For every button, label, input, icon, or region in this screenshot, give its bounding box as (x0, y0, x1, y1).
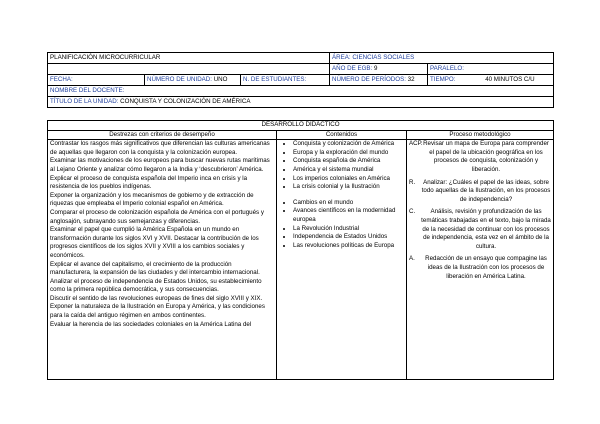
paralelo-cell: PARALELO: (427, 63, 554, 75)
estudiantes-label: N. DE ESTUDIANTES: (243, 76, 307, 83)
destreza-item: Examinar el papel que cumplió la América… (50, 226, 259, 259)
proceso-marker: ACP. (409, 140, 423, 148)
area-cell: ÁREA: CIENCIAS SOCIALES (329, 52, 554, 64)
destrezas-cell: Contrastar los rasgos más significativos… (47, 139, 277, 381)
proceso-item: ACP.Revisar un mapa de Europa para compr… (409, 140, 551, 174)
plan-title: PLANIFICACIÓN MICROCURRICULAR (47, 52, 330, 64)
destreza-item: Contrastar los rasgos más significativos… (50, 140, 270, 156)
periodos-value: 32 (407, 76, 415, 83)
contenido-item: Conquista española de América (293, 157, 404, 166)
estudiantes-cell: N. DE ESTUDIANTES: (240, 74, 330, 86)
proceso-item: R. Analizar: ¿Cuáles el papel de las idea… (409, 179, 551, 205)
proceso-marker: A. (409, 255, 415, 263)
docente-label: NOMBRE DEL DOCENTE: (50, 87, 125, 94)
contenido-item: Las revoluciones políticas de Europa (293, 242, 404, 251)
destreza-item: Explicar el proceso de conquista español… (50, 174, 248, 191)
titulo-label: TÍTULO DE LA UNIDAD: (50, 98, 119, 105)
proceso-marker: C. (409, 208, 416, 216)
periodos-label: NÚMERO DE PERÍODOS: (332, 76, 406, 83)
docente-cell: NOMBRE DEL DOCENTE: (47, 85, 554, 97)
proceso-marker: R. (409, 178, 416, 186)
proceso-text: Analizar: ¿Cuáles el papel de las ideas,… (421, 178, 551, 203)
fecha-cell: FECHA: (47, 74, 145, 86)
proceso-text: Redacción de un ensayo que compagine las… (425, 255, 547, 280)
proceso-item: C. Análisis, revisión y profundización de… (409, 208, 551, 251)
destreza-item: Exponer la naturaleza de la Ilustración … (50, 303, 265, 320)
empty-cell (47, 63, 330, 75)
unidad-label: NÚMERO DE UNIDAD: (147, 76, 212, 83)
destreza-item: Discutir el sentido de las revoluciones … (50, 294, 263, 302)
contenido-item: Conquista y colonización de América (293, 140, 404, 149)
desarrollo-table: DESARROLLO DIDÁCTICO Destrezas con crite… (46, 120, 555, 381)
tiempo-value: 40 MINUTOS C/U (485, 76, 535, 83)
unidad-value: UNO (213, 76, 228, 83)
proceso-text: Revisar un mapa de Europa para comprende… (423, 140, 549, 173)
tiempo-label: TIEMPO: (430, 76, 456, 83)
egb-value: 9 (373, 65, 378, 72)
desarrollo-title: DESARROLLO DIDÁCTICO (46, 120, 555, 131)
contenido-item: La Revolución Industrial (293, 225, 404, 234)
col-destrezas-header: Destrezas con criterios de desempeño (47, 129, 277, 141)
proceso-text: Análisis, revisión y profundización de l… (421, 208, 551, 250)
destreza-item: Analizar el proceso de independencia de … (50, 277, 262, 294)
col-contenidos-header: Contenidos (276, 129, 407, 141)
destreza-item: Evaluar la herencia de las sociedades co… (50, 320, 252, 328)
fecha-label: FECHA: (50, 76, 73, 83)
destreza-item: Explicar el avance del capitalismo, el c… (50, 260, 260, 277)
contenido-item: América y el sistema mundial (293, 166, 404, 175)
area-label: ÁREA: (332, 54, 351, 61)
proceso-item: A. Redacción de un ensayo que compagine l… (409, 255, 551, 281)
unidad-cell: NÚMERO DE UNIDAD: UNO (144, 74, 241, 86)
contenido-item: Independencia de Estados Unidos (293, 233, 404, 242)
destreza-item: Examinar las motivaciones de los europeo… (50, 157, 270, 173)
titulo-cell: TÍTULO DE LA UNIDAD: CONQUISTA Y COLONIZ… (47, 96, 554, 108)
contenido-item: La crisis colonial y la Ilustración (293, 183, 404, 192)
egb-label: AÑO DE EGB: (332, 65, 373, 72)
contenido-item: Europa y la exploración del mundo (293, 149, 404, 158)
header-table: PLANIFICACIÓN MICROCURRICULAR ÁREA: CIEN… (47, 52, 554, 108)
proceso-cell: ACP.Revisar un mapa de Europa para compr… (405, 139, 555, 381)
destreza-item: Exponer la organización y los mecanismos… (50, 191, 254, 208)
area-value: CIENCIAS SOCIALES (352, 54, 415, 61)
contenidos-list-b: Cambios en el mundoAvances científicos e… (279, 199, 404, 251)
destreza-item: Comparar el proceso de colonización espa… (50, 208, 264, 225)
col-proceso-header: Proceso metodológico (405, 129, 555, 141)
proceso-list: ACP.Revisar un mapa de Europa para compr… (409, 140, 551, 281)
contenido-item: Cambios en el mundo (293, 199, 404, 208)
contenidos-cell: Conquista y colonización de AméricaEurop… (276, 139, 407, 381)
tiempo-cell: TIEMPO: 40 MINUTOS C/U (427, 74, 554, 86)
periodos-cell: NÚMERO DE PERÍODOS: 32 (329, 74, 428, 86)
contenido-item: Avances científicos en la modernidad eur… (293, 207, 404, 224)
egb-cell: AÑO DE EGB: 9 (329, 63, 428, 75)
contenido-item: Los imperios coloniales en América (293, 175, 404, 184)
titulo-value: CONQUISTA Y COLONIZACIÓN DE AMÉRICA (120, 98, 251, 105)
destrezas-list: Contrastar los rasgos más significativos… (50, 140, 274, 329)
contenidos-list-a: Conquista y colonización de AméricaEurop… (279, 140, 404, 192)
paralelo-label: PARALELO: (430, 65, 464, 72)
